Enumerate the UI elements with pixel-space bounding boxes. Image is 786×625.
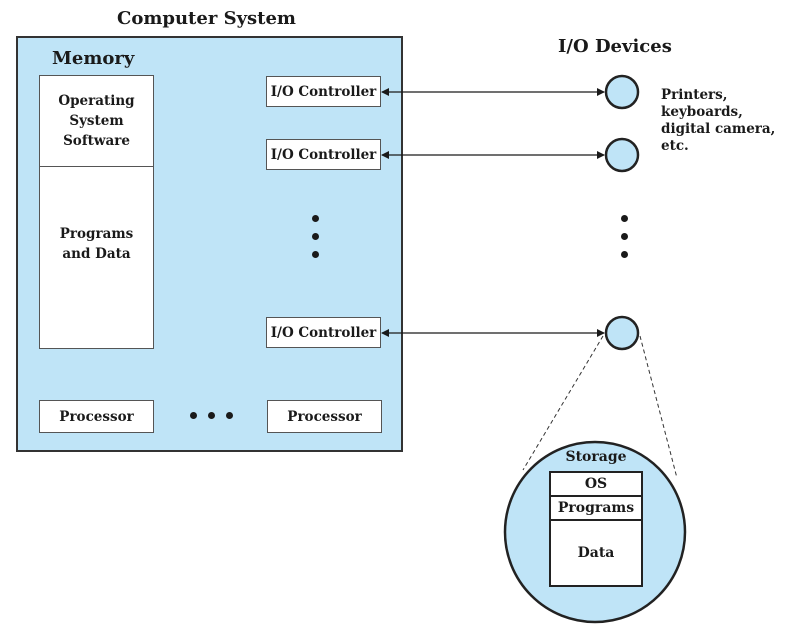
prog-line-1: Programs	[59, 226, 134, 242]
ellipsis-dot	[312, 233, 319, 240]
io-device-1	[604, 74, 640, 110]
storage-data-row: Data	[577, 545, 615, 561]
device-line-3: digital camera,	[661, 121, 776, 137]
processor-1: Processor	[39, 400, 154, 433]
os-software-label: Operating System Software	[39, 91, 154, 151]
zoom-line-left	[522, 335, 604, 471]
computer-system-title: Computer System	[117, 8, 296, 29]
io-controller-2: I/O Controller	[266, 139, 381, 170]
io-device-2	[604, 137, 640, 173]
os-line-1: Operating	[58, 93, 135, 109]
storage-box: OS Programs Data	[549, 471, 643, 587]
ellipsis-dot	[621, 215, 628, 222]
zoom-line-right	[639, 335, 678, 479]
storage-title: Storage	[565, 449, 627, 465]
memory-box	[39, 75, 154, 349]
ellipsis-dot	[312, 215, 319, 222]
device-line-2: keyboards,	[661, 104, 743, 120]
ellipsis-dot	[621, 233, 628, 240]
programs-data-label: Programs and Data	[39, 224, 154, 264]
device-line-4: etc.	[661, 138, 689, 154]
device-examples-label: Printers, keyboards, digital camera, etc…	[661, 87, 775, 155]
os-line-2: System	[69, 113, 124, 129]
io-controller-3: I/O Controller	[266, 317, 381, 348]
prog-line-2: and Data	[62, 246, 131, 262]
storage-os-row: OS	[551, 473, 641, 497]
ellipsis-dot	[226, 412, 233, 419]
memory-divider	[39, 166, 154, 167]
storage-programs-row: Programs	[551, 497, 641, 521]
os-line-3: Software	[63, 133, 130, 149]
device-line-1: Printers,	[661, 87, 728, 103]
ellipsis-dot	[208, 412, 215, 419]
io-device-3	[604, 315, 640, 351]
ellipsis-dot	[312, 251, 319, 258]
io-controller-1: I/O Controller	[266, 76, 381, 107]
ellipsis-dot	[621, 251, 628, 258]
memory-title: Memory	[52, 48, 135, 69]
ellipsis-dot	[190, 412, 197, 419]
processor-2: Processor	[267, 400, 382, 433]
io-devices-title: I/O Devices	[558, 36, 672, 57]
